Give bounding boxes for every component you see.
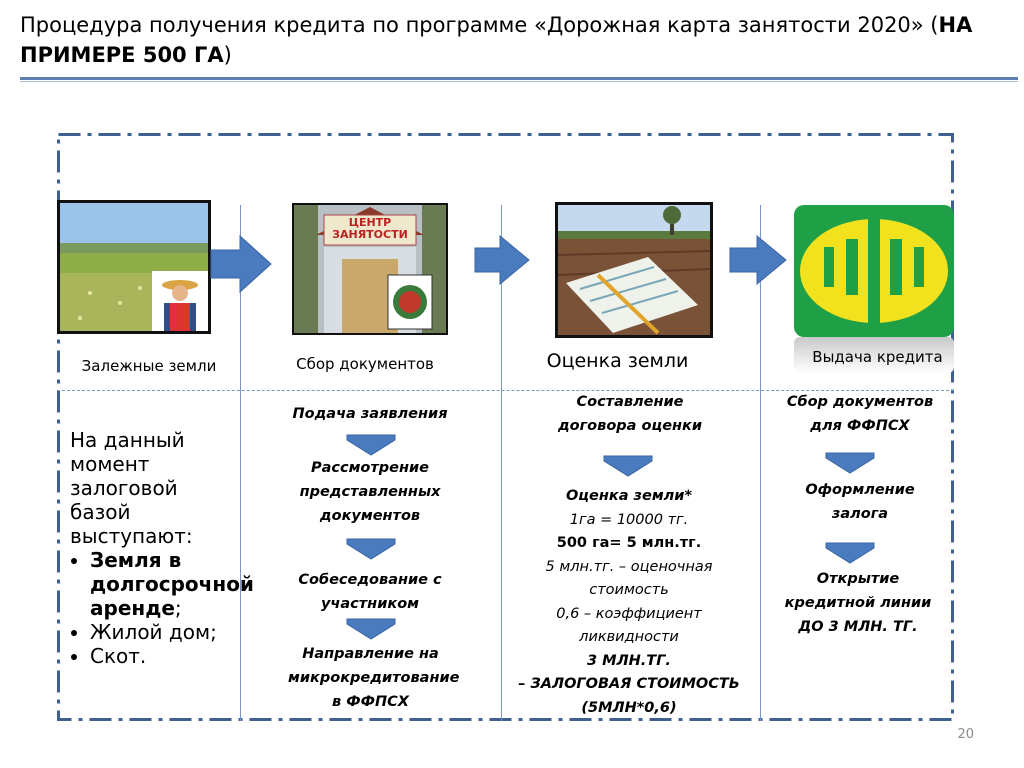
list-item-text: Жилой дом;	[90, 620, 217, 644]
title-bold-text: НА ПРИМЕРЕ 500 ГА	[20, 13, 973, 67]
land-assessment-calc: Оценка земли* 1га = 10000 тг. 500 га= 5 …	[513, 485, 745, 720]
collateral-value: 3 МЛН.ТГ.	[587, 652, 671, 669]
collateral-list: Земля в долгосрочной аренде; Жилой дом; …	[70, 548, 254, 668]
column-label-documents: Сбор документов	[296, 355, 434, 373]
column-separator	[501, 205, 502, 721]
page-number: 20	[957, 727, 974, 742]
flow-arrow-right-icon	[474, 235, 530, 285]
step-application: Подача заявления	[292, 406, 448, 422]
title-divider	[20, 77, 1018, 80]
down-arrow-icon	[346, 538, 396, 560]
list-item: Земля в долгосрочной аренде;	[90, 548, 254, 620]
down-arrow-icon	[346, 618, 396, 640]
column-label-land-assessment: Оценка земли	[546, 350, 689, 372]
flow-arrow-right-icon	[729, 235, 787, 285]
column-separator	[240, 205, 241, 721]
fallow-land-image	[57, 200, 211, 334]
calc-line-bold: 500 га= 5 млн.тг.	[556, 535, 702, 551]
employment-center-image: ЦЕНТР ЗАНЯТОСТИ	[292, 203, 448, 335]
collateral-value-desc: – ЗАЛОГОВАЯ СТОИМОСТЬ (5МЛН*0,6)	[518, 676, 740, 716]
step-interview: Собеседование с участником	[298, 572, 442, 612]
down-arrow-icon	[603, 455, 653, 477]
title-text: Процедура получения кредита по программе…	[20, 13, 939, 37]
sign-text: ЦЕНТР ЗАНЯТОСТИ	[332, 216, 408, 241]
column-separator	[760, 205, 761, 721]
column-label-fallow-land: Залежные земли	[81, 357, 217, 375]
list-item-text: ;	[174, 596, 182, 620]
title-end-text: )	[223, 43, 232, 67]
list-item-bold: Земля в долгосрочной аренде	[90, 548, 254, 620]
list-item: Жилой дом;	[90, 620, 230, 644]
collateral-intro: На данный момент залоговой базой выступа…	[70, 428, 193, 548]
calc-line: 0,6 – коэффициент ликвидности	[556, 605, 702, 646]
page-title: Процедура получения кредита по программе…	[20, 10, 1010, 70]
calc-line: 5 млн.тг. – оценочная стоимость	[545, 558, 713, 599]
assessment-title: Оценка земли*	[565, 488, 693, 504]
down-arrow-icon	[346, 434, 396, 456]
flow-arrow-right-icon	[210, 235, 272, 293]
title-divider-thin	[20, 81, 1018, 82]
step-assessment-contract: Составление договора оценки	[557, 394, 703, 434]
list-item-text: Скот.	[90, 644, 147, 668]
logo-reflection	[794, 337, 954, 373]
ffpsh-logo	[794, 205, 954, 337]
list-item: Скот.	[90, 644, 230, 668]
step-ffpsh-documents: Сбор документов для ФФПСХ	[786, 394, 934, 434]
land-assessment-image	[555, 202, 713, 338]
collateral-note: На данный момент залоговой базой выступа…	[70, 428, 254, 668]
step-collateral-registration: Оформление залога	[805, 482, 915, 522]
step-review: Рассмотрение представленных документов	[299, 460, 441, 524]
down-arrow-icon	[825, 452, 875, 474]
process-frame	[57, 133, 954, 721]
calc-line: 1га = 10000 тг.	[569, 511, 689, 528]
step-referral: Направление на микрокредитование в ФФПСХ	[288, 646, 460, 710]
down-arrow-icon	[825, 542, 875, 564]
column-label-credit-issue: Выдача кредита	[812, 348, 943, 366]
step-credit-line: Открытие кредитной линии ДО 3 МЛН. ТГ.	[784, 571, 932, 635]
row-separator	[57, 390, 954, 391]
